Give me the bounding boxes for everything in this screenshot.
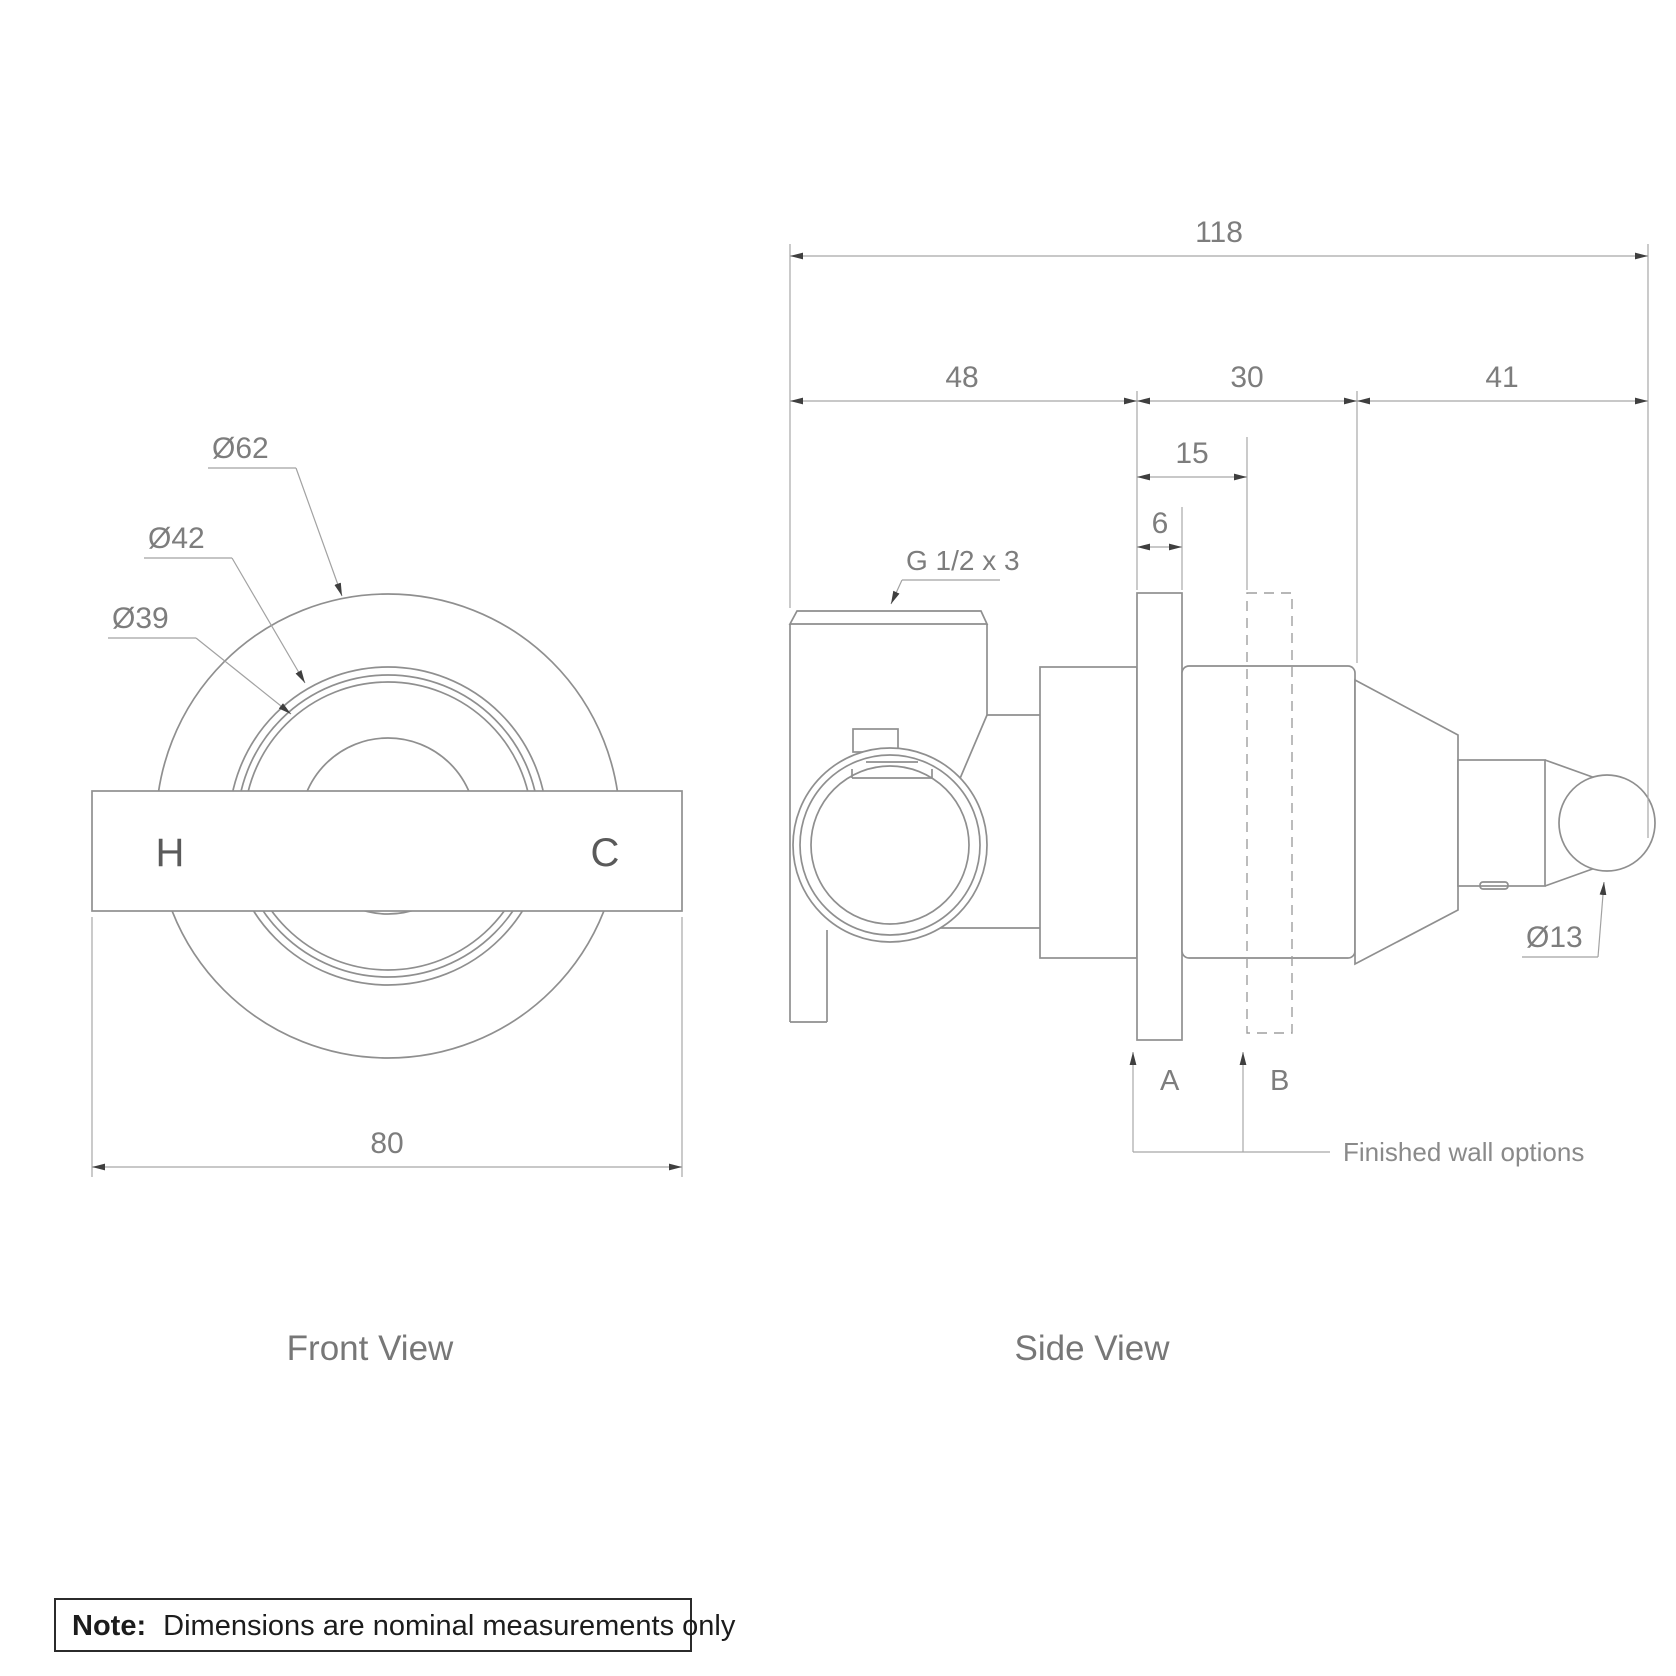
side-view: G 1/2 x 3 Ø13 A B Finished wall options …: [788, 216, 1656, 1368]
cold-label: C: [591, 831, 620, 875]
dia13-label: Ø13: [1526, 921, 1583, 954]
boss-inner-circle: [810, 765, 970, 925]
dim-offset-15: 15: [1137, 437, 1248, 590]
handle-cone: [1354, 678, 1459, 966]
dia62-label: Ø62: [212, 432, 269, 465]
note-body: Dimensions are nominal measurements only: [163, 1610, 736, 1642]
cartridge-block: [1039, 666, 1138, 959]
hot-label: H: [156, 831, 185, 875]
dim-plate-6: 6: [1137, 507, 1183, 590]
handle-bar: [91, 790, 683, 912]
body-top-cap: [788, 610, 989, 625]
stem-clip-detail: [1479, 881, 1509, 890]
dim-6-value: 6: [1152, 507, 1169, 540]
finished-wall-options-label: Finished wall options: [1343, 1137, 1584, 1167]
wall-option-b-label: B: [1270, 1065, 1289, 1097]
thread-label: G 1/2 x 3: [906, 545, 1020, 576]
leader-dia62: Ø62: [208, 432, 343, 597]
boss-outer-circle: [792, 747, 988, 943]
note-border: [54, 1598, 692, 1652]
handle-stem: [1457, 759, 1546, 887]
dim-30-value: 30: [1230, 361, 1263, 394]
handle-knob-circle: [1558, 774, 1656, 872]
wall-plate-solid: [1136, 592, 1183, 1041]
dia42-label: Ø42: [148, 522, 205, 555]
leader-thread: G 1/2 x 3: [890, 545, 1020, 605]
leader-dia39: Ø39: [108, 602, 292, 715]
dia39-label: Ø39: [112, 602, 169, 635]
trim-sleeve: [1181, 665, 1356, 959]
leader-dia42: Ø42: [144, 522, 306, 684]
dim-15-value: 15: [1175, 437, 1208, 470]
boss-ring-circle: [799, 754, 981, 936]
dim-118-value: 118: [1195, 216, 1243, 249]
leader-outlet-dia13: Ø13: [1522, 881, 1607, 958]
dim-front-width-80: 80: [91, 917, 683, 1177]
svg-text:Note: Dimensions are nom: Note: Dimensions are nominal measurement…: [72, 1610, 736, 1642]
dim-80-value: 80: [370, 1127, 403, 1160]
note-box: Note: Dimensions are nominal measurement…: [54, 1598, 736, 1652]
wall-plate-dashed: [1246, 592, 1293, 1034]
dim-segments-48-30-41: 48 30 41: [790, 361, 1648, 663]
dim-overall-118: 118: [789, 216, 1649, 838]
wall-option-a-label: A: [1160, 1065, 1180, 1097]
inlet-boss: [792, 728, 988, 943]
front-view-label: Front View: [287, 1329, 454, 1368]
dim-48-value: 48: [945, 361, 978, 394]
side-view-label: Side View: [1014, 1329, 1170, 1368]
front-view: H C Ø62 Ø42 Ø39 80 Front View: [91, 432, 683, 1368]
wall-options: A B Finished wall options: [1129, 1052, 1584, 1167]
dim-41-value: 41: [1485, 361, 1518, 394]
note-prefix: Note:: [72, 1610, 146, 1642]
